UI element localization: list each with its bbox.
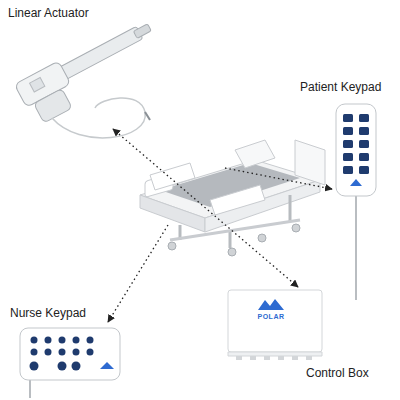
component-name: Control Box xyxy=(306,366,369,380)
nurse-keypad-figure xyxy=(20,328,120,398)
brand-logo-text: POLAR xyxy=(258,313,285,321)
leader-line xyxy=(113,129,298,287)
component-label: Linear Actuator xyxy=(8,6,89,20)
hospital-bed-figure xyxy=(140,140,325,256)
patient-keypad-figure xyxy=(336,104,376,300)
linear-actuator-figure xyxy=(14,16,165,138)
control-box-figure xyxy=(228,290,322,360)
component-label: Control Box xyxy=(306,366,369,380)
component-label: Nurse Keypad xyxy=(10,306,86,320)
component-name: Nurse Keypad xyxy=(10,306,86,320)
component-label: Patient Keypad xyxy=(300,80,381,94)
component-name: Linear Actuator xyxy=(8,6,89,20)
leader-line xyxy=(108,225,168,322)
leader-line xyxy=(225,168,332,189)
component-name: Patient Keypad xyxy=(300,80,381,94)
leader-lines xyxy=(108,129,332,322)
